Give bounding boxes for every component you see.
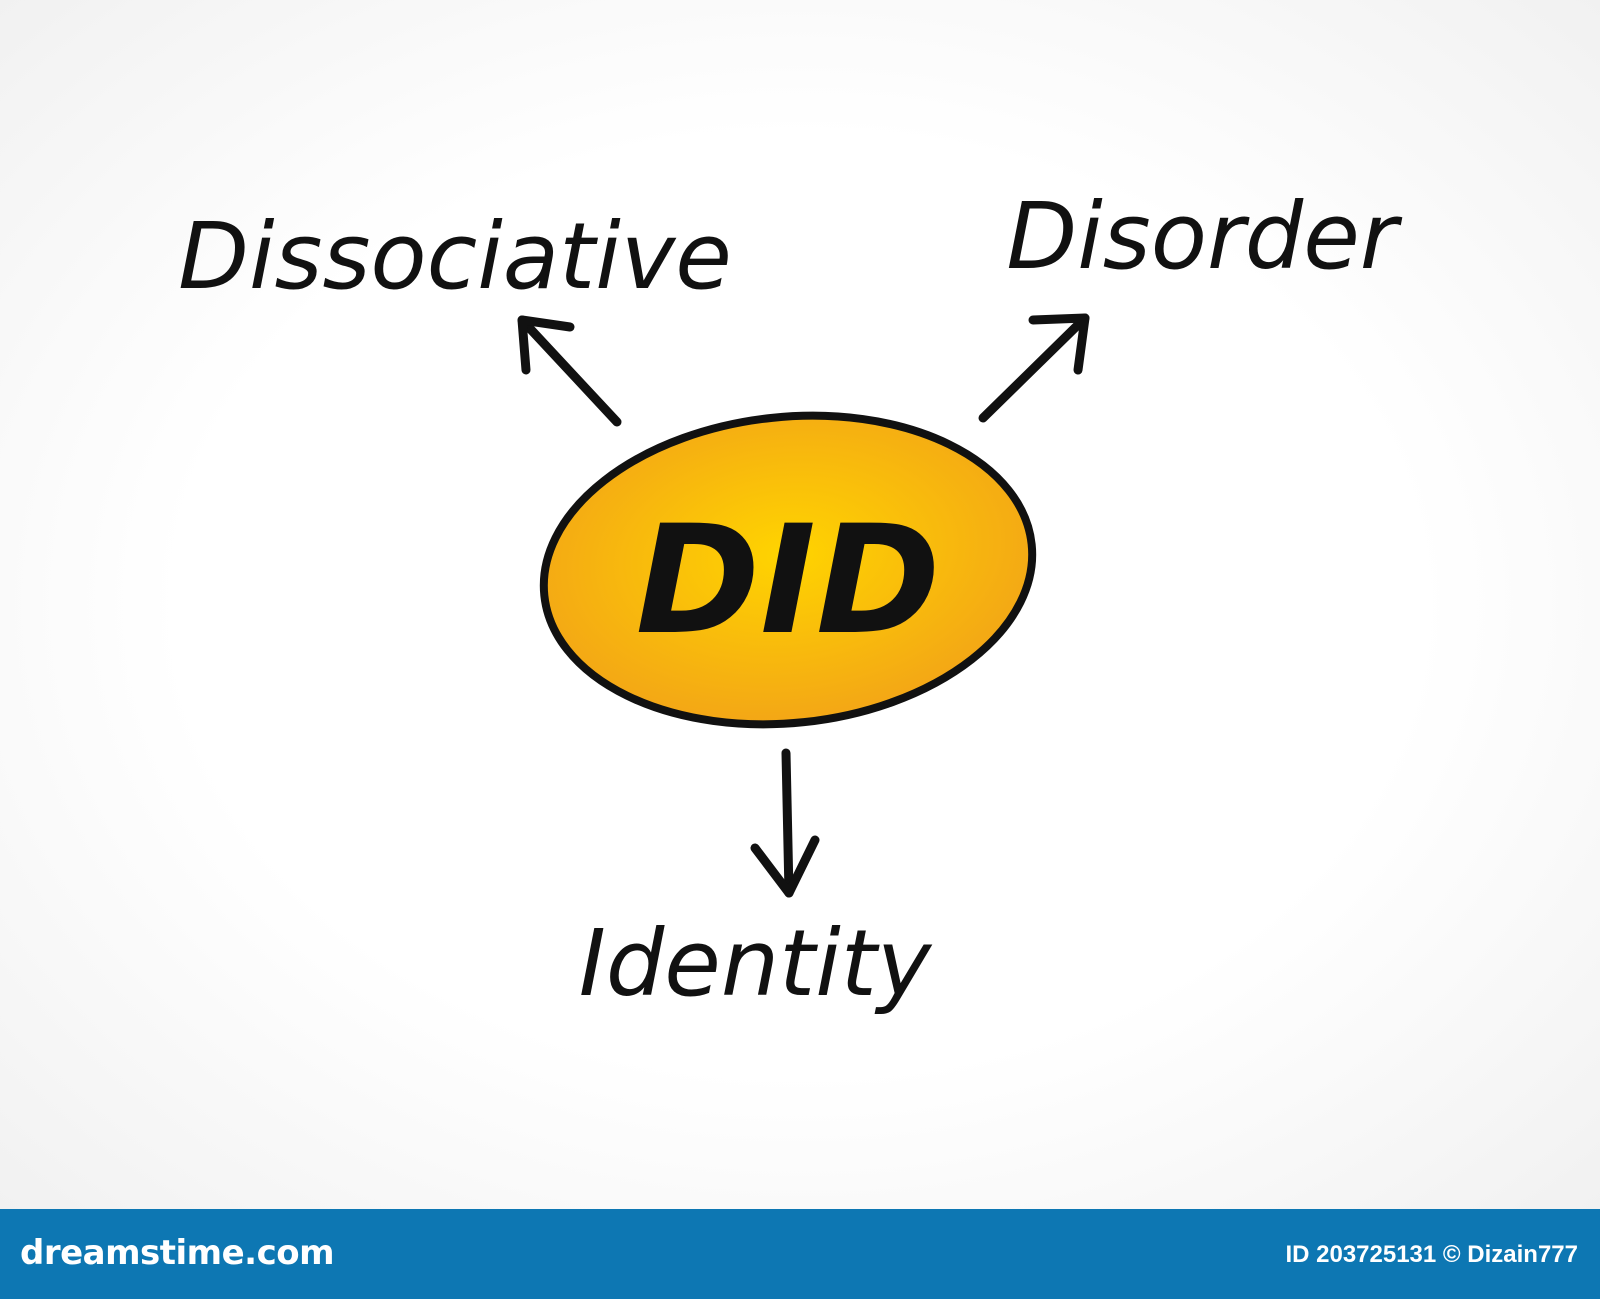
arrow-to-disorder [978,313,1090,423]
center-label: DID [636,494,941,668]
term-identity: Identity [579,910,933,1017]
arrow-to-dissociative [517,315,622,427]
footer-bar: dreamstime.com ID 203725131 © Dizain777 [0,1209,1600,1299]
brand-logo-text: dreamstime.com [20,1233,335,1273]
arrow-to-identity [750,748,820,898]
diagram-canvas: DID Dissociative Disorder Identity [0,0,1600,1209]
center-ellipse [539,411,1037,729]
acronym-diagram: DID Dissociative Disorder Identity [178,183,1403,1017]
term-dissociative: Dissociative [178,203,732,310]
term-disorder: Disorder [1006,183,1402,290]
image-credit: ID 203725131 © Dizain777 [1285,1241,1578,1268]
